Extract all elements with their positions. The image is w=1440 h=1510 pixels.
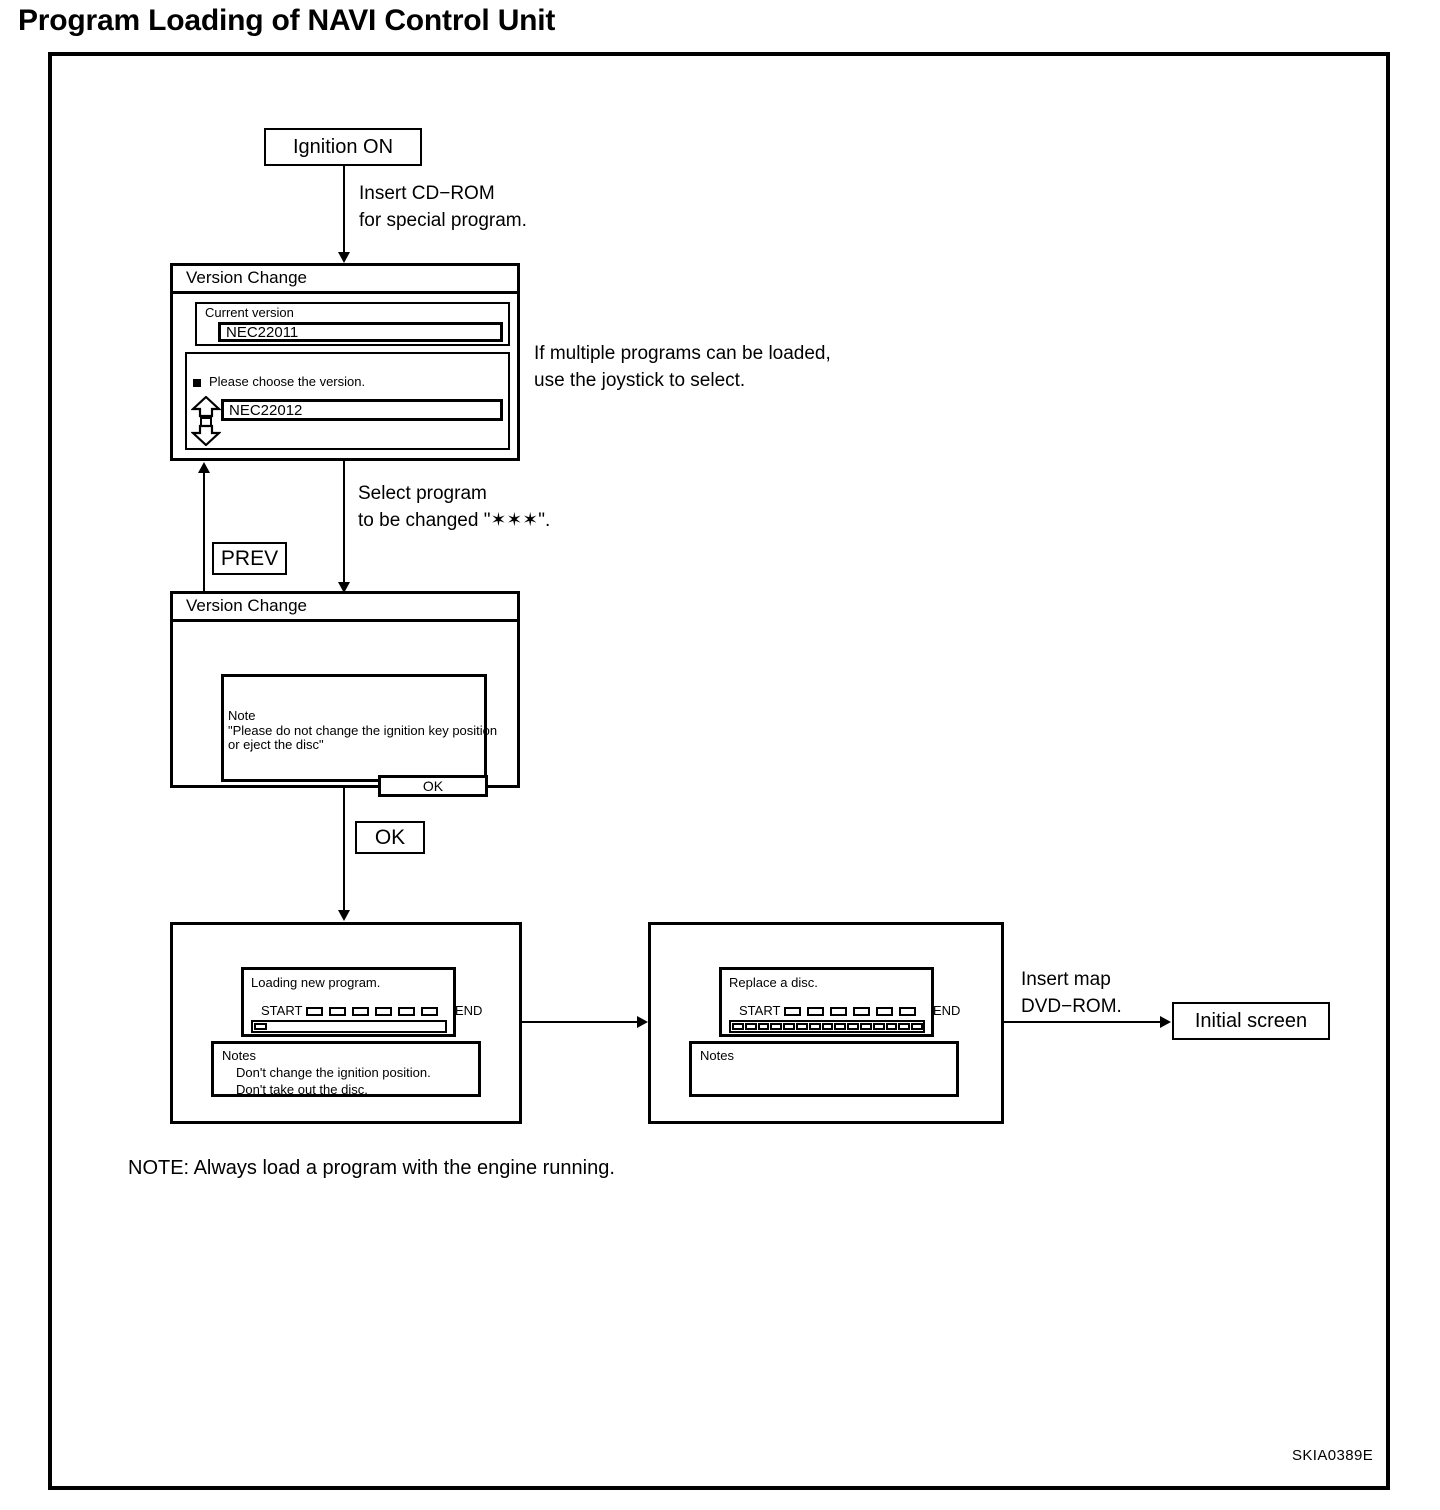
figure-id: SKIA0389E [1292,1447,1374,1464]
connector-loading-to-replace-arrowhead [637,1016,648,1028]
bottom-note: NOTE: Always load a program with the eng… [128,1157,615,1179]
progress-dash [329,1007,346,1016]
prev-button[interactable]: PREV [212,542,287,575]
progress-cell [885,1023,898,1030]
progress-dash [375,1007,392,1016]
replace-progress-end-label: END [933,1003,961,1018]
screen-version-change-1-title: Version Change [173,266,517,294]
progress-dash [853,1007,870,1016]
replace-notes-box: Notes [689,1041,959,1097]
loading-notes-item: Don't take out the disc. [236,1082,368,1097]
choose-version-bullet-icon [193,379,201,387]
annotation-insert-map-dvd: Insert map DVD−ROM. [1021,969,1122,1017]
progress-dash [398,1007,415,1016]
screen-version-change-2-title: Version Change [173,594,517,622]
replace-notes-title: Notes [700,1048,734,1063]
annotation-multiple-programs: If multiple programs can be loaded, use … [534,343,831,391]
progress-cell [911,1023,923,1030]
current-version-value: NEC22011 [218,322,503,342]
current-version-label: Current version [205,305,294,320]
loading-message: Loading new program. [251,975,381,990]
screen-loading-program: Loading new program. START END Notes Don… [170,922,522,1124]
progress-cell [783,1023,795,1030]
loading-progress-bar [251,1020,447,1033]
connector-version1-to-version2-arrowhead [338,582,350,593]
replace-progress-bar [729,1020,925,1033]
progress-cell [757,1023,770,1030]
node-ignition-on[interactable]: Ignition ON [264,128,422,166]
loading-notes-title: Notes [222,1048,256,1063]
progress-cell [847,1023,859,1030]
version-list-scrollbar[interactable] [191,396,221,446]
note-title: Note [228,708,256,723]
progress-dash [876,1007,893,1016]
progress-dash [784,1007,801,1016]
progress-bar-fill [254,1023,267,1030]
progress-cell [821,1023,834,1030]
arrow-down-icon[interactable] [191,396,221,446]
note-line-1: "Please do not change the ignition key p… [228,723,498,738]
annotation-insert-cdrom: Insert CD−ROM for special program. [359,183,527,231]
progress-cell [770,1023,783,1030]
progress-dash [830,1007,847,1016]
progress-cell [834,1023,847,1030]
progress-bar-fill [731,1022,923,1031]
progress-cell [859,1023,872,1030]
note-line-2: or eject the disc" [228,737,324,752]
connector-version2-to-loading-arrowhead [338,910,350,921]
arrow-up-icon[interactable] [191,396,221,446]
connector-prev-feedback [203,470,205,593]
loading-progress-start-label: START [261,1003,303,1018]
choose-version-prompt: Please choose the version. [209,374,366,389]
loading-progress-end-label: END [455,1003,483,1018]
connector-ignition-to-version1 [343,166,345,255]
progress-dash [899,1007,916,1016]
note-dialog-box [221,674,487,782]
progress-cell [872,1023,885,1030]
connector-version1-to-version2 [343,461,345,586]
progress-cell [795,1023,808,1030]
progress-cell [732,1023,744,1030]
screen-version-change-1: Version Change Current version NEC22011 … [170,263,520,461]
note-ok-button[interactable]: OK [378,775,488,797]
loading-progress-dashes [306,1007,438,1016]
page-title: Program Loading of NAVI Control Unit [18,4,556,37]
node-ignition-on-label: Ignition ON [292,135,394,158]
progress-cell [808,1023,821,1030]
node-initial-screen-label: Initial screen [1194,1009,1308,1032]
annotation-select-program: Select program to be changed "✶✶✶". [358,483,551,531]
note-ok-button-label: OK [422,778,444,794]
progress-cell [744,1023,757,1030]
screen-replace-disc: Replace a disc. START END [648,922,1004,1124]
available-version-value[interactable]: NEC22012 [221,399,503,421]
connector-version2-to-loading [343,788,345,914]
progress-dash [306,1007,323,1016]
node-initial-screen[interactable]: Initial screen [1172,1002,1330,1040]
screen-version-change-2: Version Change Note "Please do not chang… [170,591,520,797]
loading-notes-item: Don't change the ignition position. [236,1065,431,1080]
connector-replace-to-initial-arrowhead [1160,1016,1171,1028]
replace-message: Replace a disc. [729,975,818,990]
progress-dash [421,1007,438,1016]
loading-notes-box: Notes Don't change the ignition position… [211,1041,481,1097]
prev-button-label: PREV [220,546,279,570]
connector-ignition-to-version1-arrowhead [338,252,350,263]
progress-dash [807,1007,824,1016]
connector-replace-to-initial [1004,1021,1163,1023]
ok-button[interactable]: OK [355,821,425,854]
diagram-frame [48,52,1390,1490]
connector-loading-to-replace [522,1021,640,1023]
progress-dash [352,1007,369,1016]
connector-prev-feedback-arrowhead [198,462,210,473]
replace-progress-dashes [784,1007,916,1016]
replace-progress-start-label: START [739,1003,781,1018]
ok-button-label: OK [374,825,406,849]
progress-cell [898,1023,911,1030]
